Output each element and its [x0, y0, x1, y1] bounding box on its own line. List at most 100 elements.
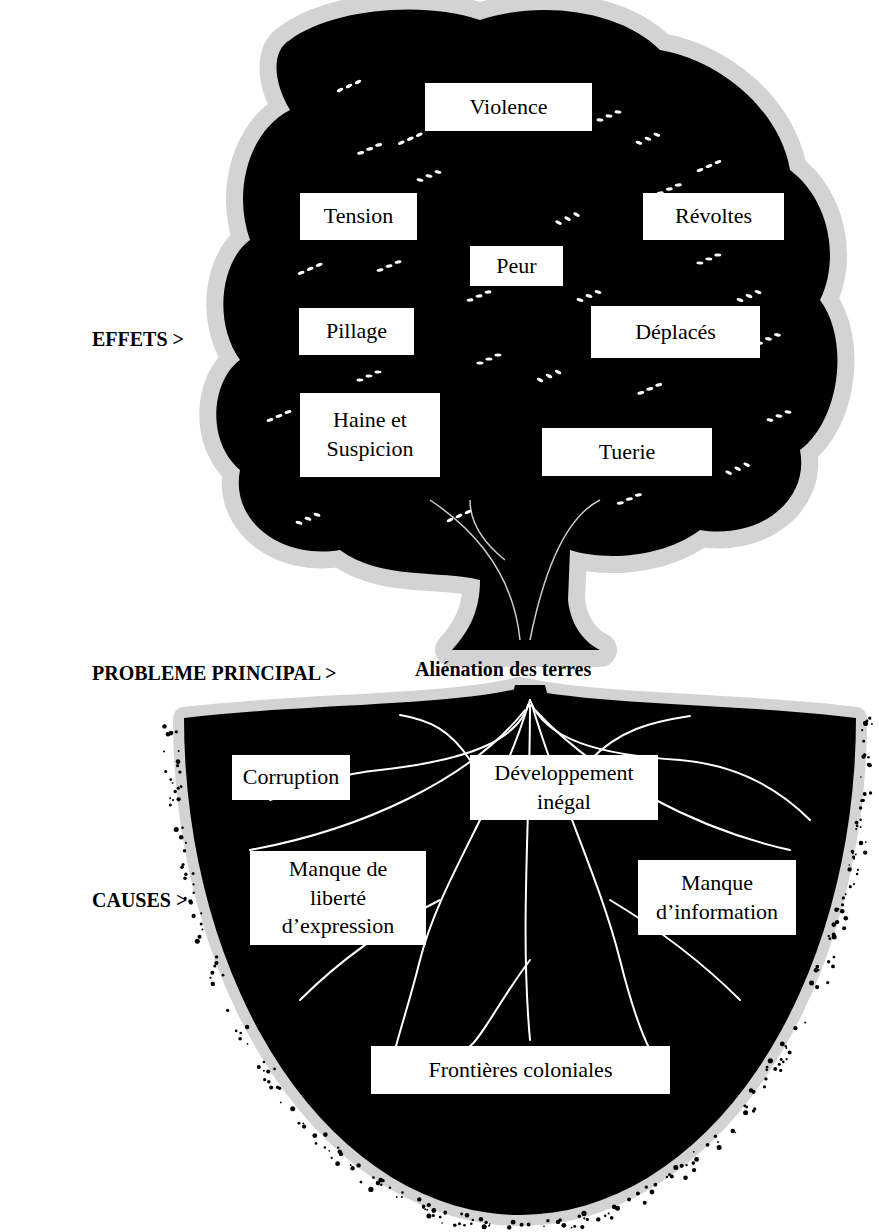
soil-speckle [179, 835, 184, 840]
box-text: Tension [324, 202, 393, 231]
soil-speckle [185, 842, 187, 844]
soil-speckle [323, 1132, 328, 1137]
leaf-speckle [743, 462, 751, 468]
soil-speckle [867, 763, 871, 767]
soil-speckle [188, 899, 192, 903]
leaf-speckle [775, 414, 782, 418]
cause-box: Manque de liberté d’expression [250, 851, 426, 945]
soil-speckle [692, 1168, 696, 1172]
leaf-speckle [653, 132, 661, 137]
soil-speckle [463, 1224, 466, 1227]
leaf-speckle [356, 378, 363, 381]
soil-speckle [527, 1223, 531, 1227]
box-text: Manque de liberté d’expression [258, 855, 418, 941]
soil-speckle [266, 1070, 270, 1074]
branches [430, 500, 600, 640]
soil-speckle [842, 896, 845, 899]
soil-speckle [615, 1206, 620, 1211]
soil-speckle [210, 971, 214, 975]
leaf-speckle [705, 257, 712, 261]
soil-speckle [815, 985, 819, 989]
soil-speckle [426, 1209, 428, 1211]
soil-speckle [788, 1051, 792, 1055]
soil-speckle [181, 826, 184, 829]
leaf-speckle [646, 386, 654, 391]
soil-speckle [856, 873, 859, 876]
soil-speckle [773, 1067, 777, 1071]
soil-speckle [378, 1178, 383, 1183]
leaf-speckle [564, 216, 572, 222]
soil-speckle [827, 960, 830, 963]
soil-speckle [768, 1058, 773, 1063]
soil-speckle [826, 981, 829, 984]
leaf-speckle [766, 418, 773, 422]
leaf-speckle [774, 333, 781, 337]
soil-speckle [604, 1214, 607, 1217]
soil-speckle [172, 799, 174, 801]
soil-speckle [860, 826, 862, 828]
soil-speckle [832, 933, 836, 937]
soil-speckle [586, 1218, 589, 1221]
soil-speckle [488, 1225, 490, 1227]
soil-speckle [831, 965, 835, 969]
soil-speckle [856, 825, 859, 828]
soil-speckle [247, 1043, 249, 1045]
canopy [216, 10, 837, 650]
soil-speckle [267, 1080, 270, 1083]
leaf-speckle [765, 337, 772, 341]
soil-speckle [779, 1069, 782, 1072]
main-problem: Aliénation des terres [415, 658, 591, 681]
soil-speckle [372, 1176, 375, 1179]
soil-speckle [860, 776, 862, 778]
soil-speckle [785, 1046, 787, 1048]
soil-speckle [749, 1088, 753, 1092]
soil-speckle [778, 1063, 781, 1066]
soil-speckle [694, 1157, 699, 1162]
soil-speckle [809, 980, 814, 985]
leaf-speckle [596, 118, 603, 122]
root-ground [184, 688, 856, 1215]
soil-speckle [200, 912, 202, 914]
soil-speckle [863, 792, 867, 796]
leaf-speckle [484, 290, 491, 294]
leaf-speckle [475, 294, 482, 298]
soil-speckle [507, 1225, 511, 1229]
box-text: Déplacés [635, 318, 716, 347]
soil-speckle [238, 1037, 242, 1041]
leaf-speckle [736, 297, 744, 302]
soil-speckle [324, 1146, 327, 1149]
soil-speckle [865, 841, 867, 843]
soil-speckle [214, 961, 218, 965]
soil-speckle [167, 732, 169, 734]
soil-speckle [608, 1212, 610, 1214]
soil-speckle [472, 1219, 474, 1221]
soil-speckle [432, 1214, 435, 1217]
leaf-speckle [554, 369, 562, 375]
soil-speckle [335, 1161, 340, 1166]
soil-speckle [683, 1175, 688, 1180]
leaf-speckle [345, 83, 353, 89]
soil-speckle [862, 799, 865, 802]
soil-speckle [257, 1065, 261, 1069]
soil-speckle [784, 1045, 786, 1047]
soil-speckle [302, 1125, 306, 1129]
soil-speckle [636, 1192, 640, 1196]
leaf-speckle [637, 390, 645, 395]
soil-speckle [714, 1135, 717, 1138]
leaf-speckle [644, 136, 652, 141]
leaf-speckle [675, 183, 682, 187]
soil-speckle [417, 1197, 421, 1201]
box-text: Haine et Suspicion [308, 406, 432, 463]
soil-speckle [546, 1219, 549, 1222]
leaf-speckle [295, 520, 303, 525]
leaf-speckle [696, 261, 703, 265]
leaf-speckle [446, 517, 454, 523]
soil-speckle [169, 797, 171, 799]
leaf-speckle [455, 513, 463, 519]
soil-speckle [862, 740, 865, 743]
soil-speckle [470, 1223, 473, 1226]
leaf-speckle [476, 361, 483, 364]
soil-speckle [780, 1042, 785, 1047]
soil-speckle [817, 969, 819, 971]
soil-speckle [847, 867, 851, 871]
